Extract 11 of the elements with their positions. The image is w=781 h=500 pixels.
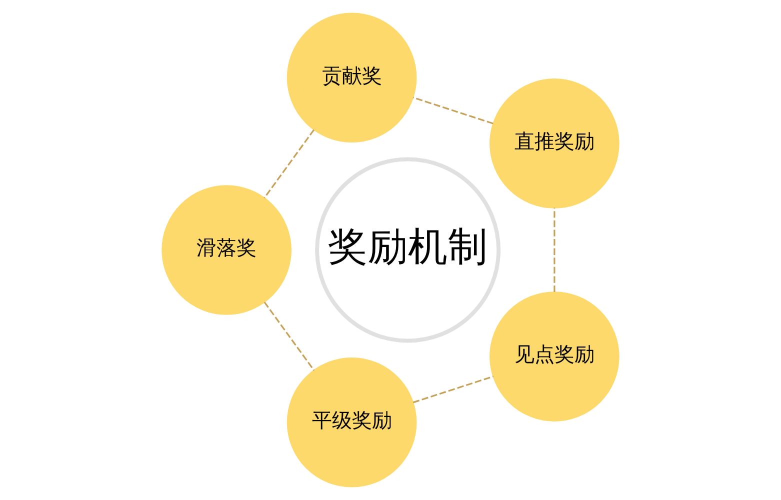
- node-circle: 贡献奖: [286, 12, 417, 143]
- node-circle: 滑落奖: [162, 185, 292, 315]
- node-circle: 直推奖励: [490, 78, 620, 208]
- node-circle: 平级奖励: [286, 357, 417, 488]
- connector: [412, 96, 494, 124]
- connector: [412, 376, 494, 404]
- node-circle: 奖励机制: [315, 157, 501, 343]
- connector: [264, 129, 315, 198]
- node-circle: 见点奖励: [490, 292, 620, 422]
- connector: [554, 208, 556, 292]
- connector: [264, 302, 315, 371]
